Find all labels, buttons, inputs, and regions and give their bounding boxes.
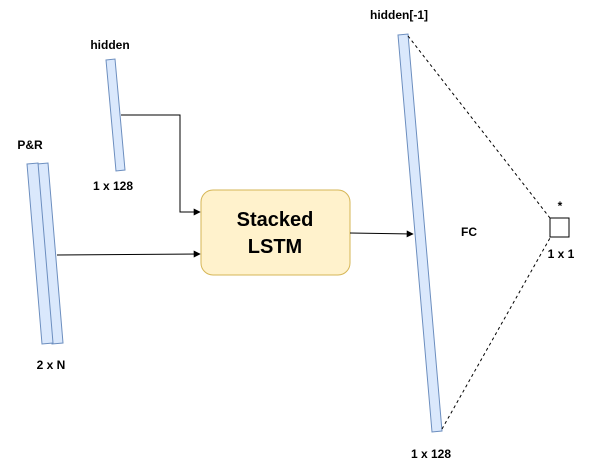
output-box bbox=[549, 217, 570, 238]
lstm-label-line2: LSTM bbox=[248, 236, 302, 258]
lstm-label-line1: Stacked bbox=[237, 209, 314, 231]
hidden-label: hidden bbox=[90, 38, 129, 52]
hidden-last-dim-label: 1 x 128 bbox=[411, 447, 451, 461]
output-node bbox=[549, 217, 570, 238]
fc-top-dashed-line bbox=[407, 35, 551, 219]
pr-dim-label: 2 x N bbox=[37, 358, 66, 372]
hidden-last-label: hidden[-1] bbox=[370, 8, 428, 22]
pr-label: P&R bbox=[17, 138, 43, 152]
fc-bottom-dashed-line bbox=[441, 237, 551, 430]
hidden-last-vector-bar bbox=[397, 33, 443, 433]
hidden-dim-label: 1 x 128 bbox=[93, 179, 133, 193]
pr-to-lstm-arrow bbox=[56, 250, 201, 258]
lstm-to-hidden-last-arrow bbox=[349, 230, 414, 238]
hidden-to-lstm-arrow bbox=[121, 114, 201, 216]
hidden-vector bbox=[105, 58, 126, 172]
output-dim-label: 1 x 1 bbox=[548, 247, 575, 261]
hidden-last-vector bbox=[397, 33, 443, 433]
fc-label: FC bbox=[461, 225, 477, 239]
pr-vector bbox=[26, 162, 64, 345]
output-mark-label: * bbox=[558, 199, 563, 213]
hidden-vector-bar bbox=[105, 58, 126, 172]
pr-vector-bar-front bbox=[26, 162, 54, 345]
lstm-block: Stacked LSTM bbox=[200, 189, 351, 276]
lstm-box bbox=[200, 189, 351, 276]
